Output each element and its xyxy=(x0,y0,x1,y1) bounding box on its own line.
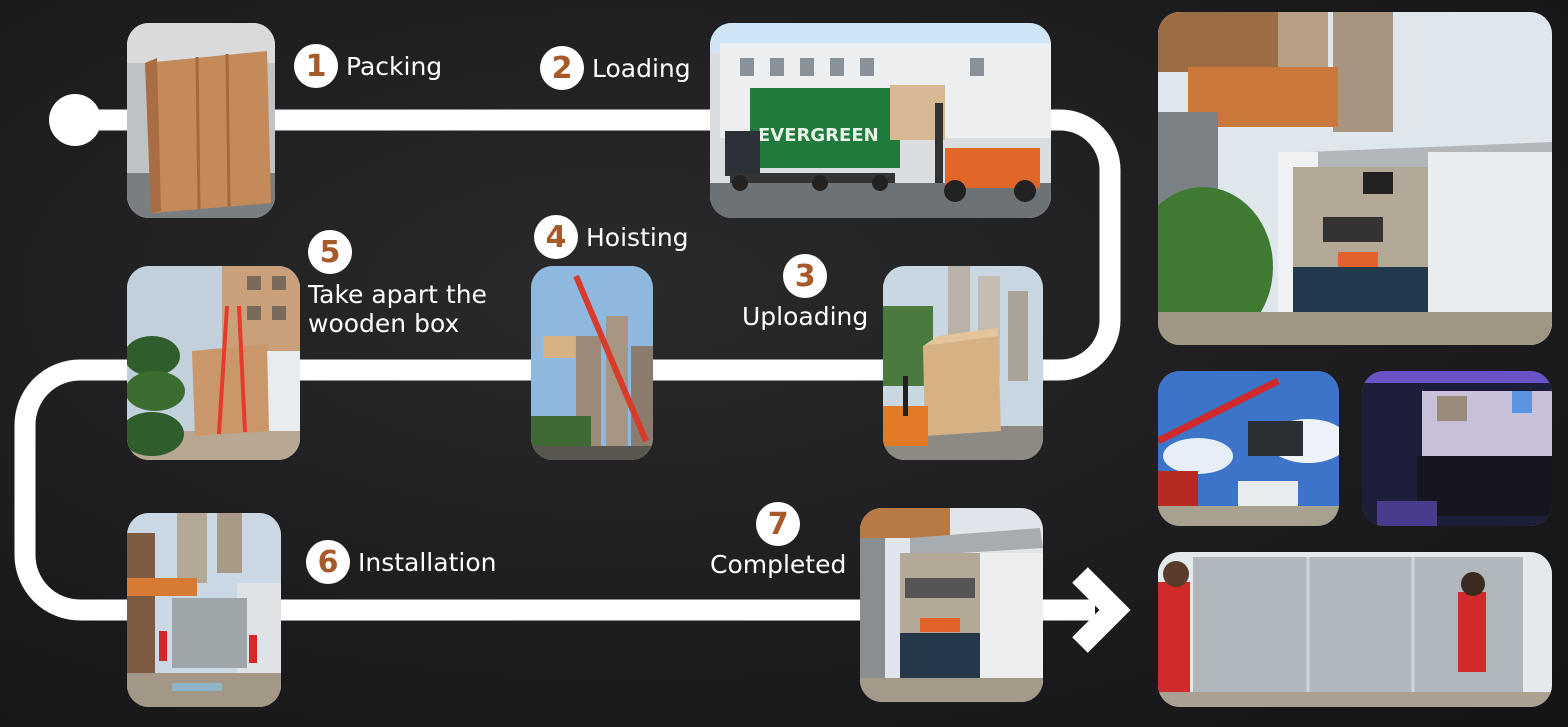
step-2-badge: 2 xyxy=(540,46,584,90)
photo-hoisting xyxy=(531,266,653,460)
photo-panel-install xyxy=(1158,552,1552,707)
step-1-label: Packing xyxy=(346,51,443,81)
photo-interior-night xyxy=(1362,371,1552,526)
end-arrow-icon xyxy=(1072,567,1131,653)
step-5-label-line1: Take apart the xyxy=(308,280,487,309)
step-7-label: Completed xyxy=(710,550,847,579)
step-5: 5 Take apart the wooden box xyxy=(308,230,487,338)
step-7: 7 Completed xyxy=(710,502,846,579)
step-2: 2 Loading xyxy=(540,46,691,90)
step-3-label: Uploading xyxy=(742,302,869,331)
container-text: EVERGREEN xyxy=(758,125,879,146)
photo-crane xyxy=(1158,371,1339,526)
photo-take-apart xyxy=(127,266,300,460)
step-2-label: Loading xyxy=(592,53,691,83)
photo-completed xyxy=(860,508,1043,702)
photo-uploading xyxy=(883,266,1043,460)
step-6-badge: 6 xyxy=(306,540,350,584)
photo-kitchen-large xyxy=(1158,12,1552,345)
step-5-label-line2: wooden box xyxy=(308,309,460,338)
photo-loading: EVERGREEN xyxy=(710,23,1051,218)
step-1-badge: 1 xyxy=(294,44,338,88)
step-6-label: Installation xyxy=(358,547,497,577)
start-dot xyxy=(49,94,101,146)
step-7-badge: 7 xyxy=(756,502,801,546)
step-4-badge: 4 xyxy=(534,215,578,259)
step-4-label: Hoisting xyxy=(586,222,689,252)
step-3-badge: 3 xyxy=(783,254,828,298)
step-3: 3 Uploading xyxy=(742,254,868,331)
photo-packing xyxy=(127,23,275,218)
step-5-badge: 5 xyxy=(308,230,352,274)
step-1: 1 Packing xyxy=(294,44,442,88)
step-6: 6 Installation xyxy=(306,540,496,584)
step-4: 4 Hoisting xyxy=(534,215,689,259)
photo-installation xyxy=(127,513,281,707)
